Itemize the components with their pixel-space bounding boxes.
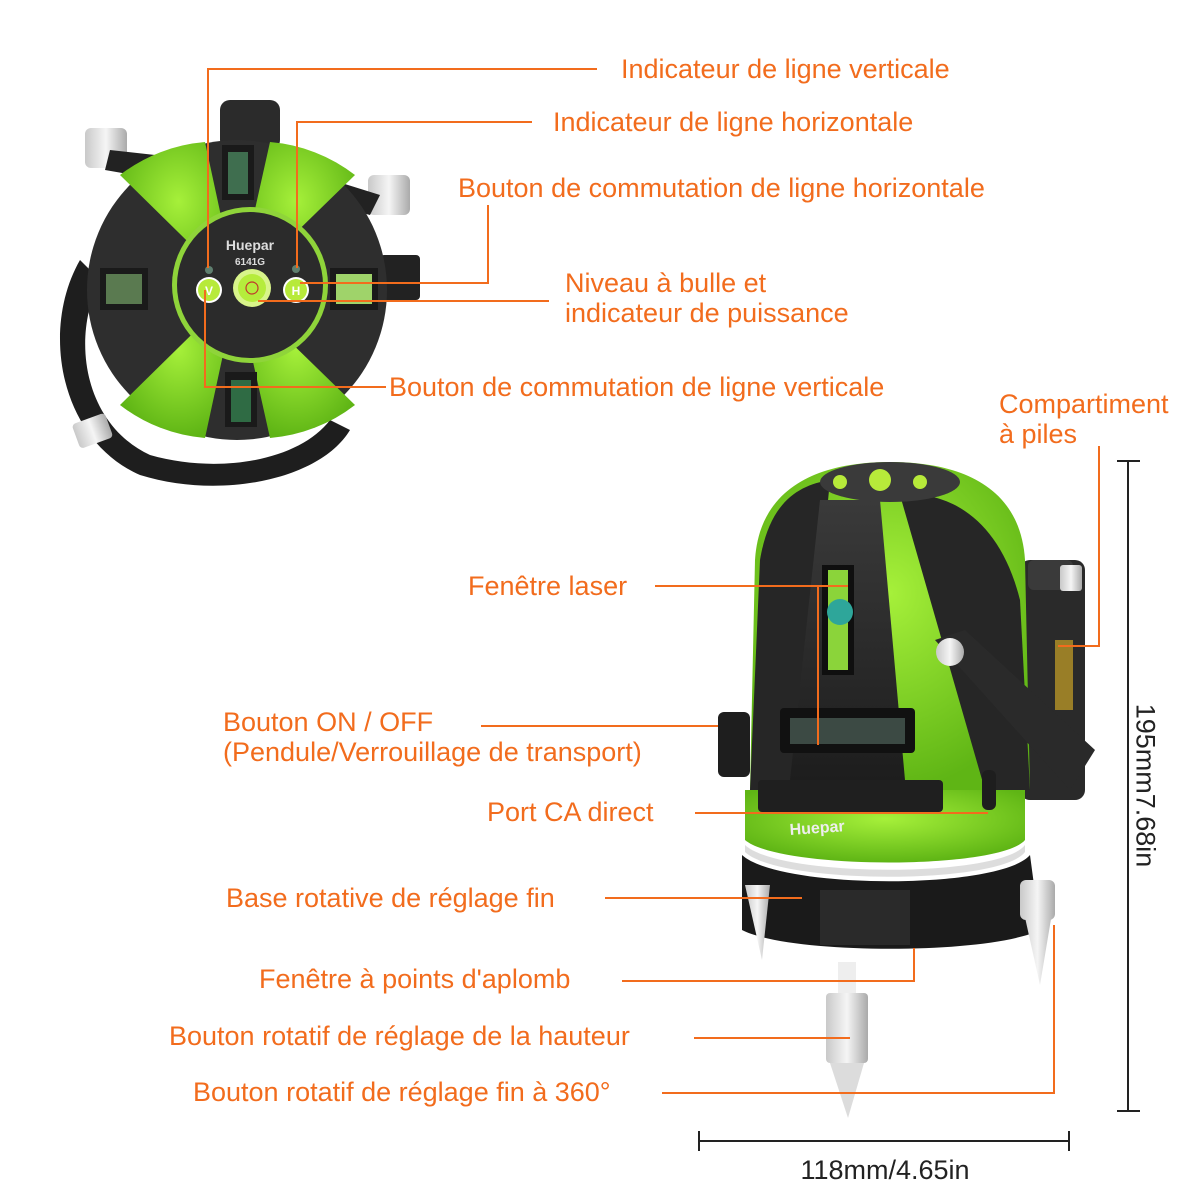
- label-on-off-button: Bouton ON / OFF (Pendule/Verrouillage de…: [223, 707, 642, 767]
- label-dc-port: Port CA direct: [487, 797, 654, 827]
- bubble-level-line-2: indicateur de puissance: [565, 298, 849, 328]
- top-brand-logo: Huepar: [226, 237, 275, 253]
- label-horizontal-line-switch: Bouton de commutation de ligne horizonta…: [458, 173, 985, 203]
- label-fine-knob-360: Bouton rotatif de réglage fin à 360°: [193, 1077, 611, 1107]
- carry-strap: [935, 630, 1095, 790]
- bubble-level-line-1: Niveau à bulle et: [565, 268, 767, 298]
- v-button-label: V: [205, 284, 213, 298]
- dimension-lines: [698, 460, 1140, 1151]
- label-vertical-line-switch: Bouton de commutation de ligne verticale: [389, 372, 885, 402]
- fine-adjust-knob: [1020, 880, 1055, 920]
- label-rotating-base: Base rotative de réglage fin: [226, 883, 555, 913]
- top-model-number: 6141G: [235, 257, 265, 268]
- height-dimension: 195mm7.68in: [1130, 703, 1161, 868]
- leader-lines: [204, 68, 1100, 1094]
- h-button[interactable]: [285, 279, 307, 301]
- label-vertical-line-indicator: Indicateur de ligne verticale: [621, 54, 950, 84]
- leader-battery: [1058, 446, 1100, 647]
- on-off-line-2: (Pendule/Verrouillage de transport): [223, 737, 642, 767]
- label-height-knob: Bouton rotatif de réglage de la hauteur: [169, 1021, 630, 1051]
- v-button[interactable]: [198, 279, 220, 301]
- label-horizontal-line-indicator: Indicateur de ligne horizontale: [553, 107, 914, 137]
- h-button-label: H: [292, 284, 301, 298]
- battery-line-2: à piles: [999, 419, 1078, 449]
- height-adjust-knob: [826, 993, 868, 1063]
- knob-icon: [368, 175, 410, 215]
- leader-vertical-switch: [204, 290, 386, 388]
- dc-port: [982, 770, 996, 810]
- width-dimension: 118mm/4.65in: [800, 1155, 970, 1185]
- knob-icon: [72, 413, 113, 448]
- on-off-line-1: Bouton ON / OFF: [223, 707, 434, 737]
- front-view-device: Huepar: [718, 462, 1095, 1118]
- leader-plumb-window: [622, 948, 915, 982]
- on-off-knob: [718, 712, 750, 777]
- label-laser-window: Fenêtre laser: [468, 571, 628, 601]
- label-bubble-level: Niveau à bulle et indicateur de puissanc…: [565, 268, 849, 328]
- label-plumb-window: Fenêtre à points d'aplomb: [259, 964, 571, 994]
- leader-horizontal-switch: [300, 205, 489, 284]
- leader-vertical-indicator: [207, 68, 597, 268]
- battery-line-1: Compartiment: [999, 389, 1169, 419]
- leader-fine-knob: [662, 925, 1055, 1094]
- label-battery-compartment: Compartiment à piles: [999, 389, 1169, 449]
- top-view-device: Huepar 6141G V H: [60, 100, 420, 486]
- leader-horizontal-indicator: [296, 121, 532, 268]
- front-brand-logo: Huepar: [789, 818, 845, 839]
